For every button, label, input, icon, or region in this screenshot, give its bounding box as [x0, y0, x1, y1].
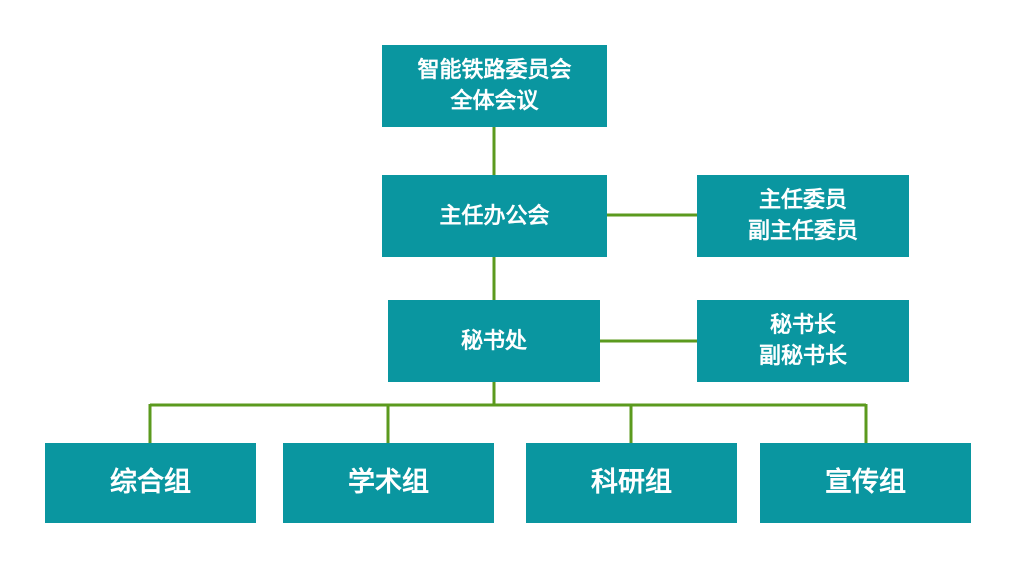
node-label-line: 副秘书长 [758, 344, 847, 369]
node-label-line: 学术组 [348, 467, 429, 498]
node-label-line: 副主任委员 [747, 219, 858, 244]
node-group-academic: 学术组 [283, 443, 494, 523]
node-label-line: 智能铁路委员会 [417, 58, 572, 83]
node-label-line: 秘书处 [460, 328, 527, 354]
node-directors: 主任委员 副主任委员 [697, 175, 909, 257]
node-label-line: 主任办公会 [439, 203, 550, 229]
node-label-line: 综合组 [110, 467, 191, 498]
node-label-line: 全体会议 [450, 89, 539, 114]
node-group-general: 综合组 [45, 443, 256, 523]
node-label-line: 秘书长 [769, 313, 836, 338]
node-secretaries: 秘书长 副秘书长 [697, 300, 909, 382]
node-group-research: 科研组 [526, 443, 737, 523]
node-group-publicity: 宣传组 [760, 443, 971, 523]
node-label-line: 宣传组 [825, 467, 906, 498]
node-director-office-meeting: 主任办公会 [382, 175, 607, 257]
node-plenary-meeting: 智能铁路委员会 全体会议 [382, 45, 607, 127]
node-label-line: 科研组 [591, 467, 672, 498]
node-secretariat: 秘书处 [388, 300, 600, 382]
node-label-line: 主任委员 [758, 188, 847, 213]
